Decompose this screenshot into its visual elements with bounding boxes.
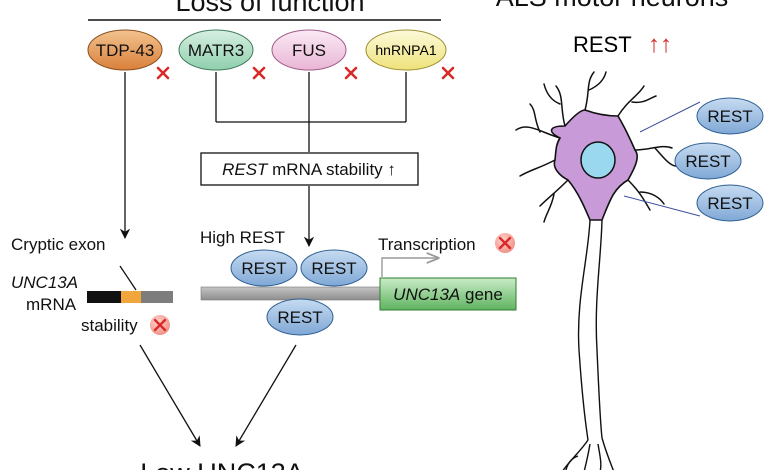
cross-icon (441, 66, 455, 80)
unc13a-gene-label: UNC13A gene (393, 285, 503, 304)
protein-matr3-label: MATR3 (188, 41, 244, 60)
rest-oval: REST (674, 142, 742, 180)
neuron-nucleus (580, 141, 616, 179)
cross-icon (153, 318, 167, 332)
rest-stability-text: REST mRNA stability ↑ (222, 160, 396, 179)
dendrites (515, 71, 677, 223)
rest-upregulated: REST ↑↑ (573, 31, 672, 58)
cross-icon (344, 66, 358, 80)
rest-oval-label: REST (685, 152, 730, 171)
protein-hnrnpa1: hnRNPA1 (365, 29, 447, 71)
connector-lines (119, 72, 407, 447)
cross-icon (498, 236, 512, 250)
rest-oval-label: REST (707, 194, 752, 213)
rest-oval-label: REST (311, 259, 356, 278)
rest-oval-label: REST (707, 107, 752, 126)
protein-tdp43: TDP-43 (87, 29, 163, 71)
rest-oval: REST (300, 249, 368, 287)
transcription-label: Transcription (378, 235, 476, 254)
high-rest-label: High REST (200, 228, 285, 247)
loss-crosses (156, 66, 455, 80)
rest-oval: REST (696, 184, 764, 222)
rest-oval: REST (266, 298, 334, 336)
double-up-arrow-icon: ↑↑ (648, 31, 672, 58)
mrna-gene-label: UNC13A (11, 273, 78, 292)
low-unc13a-label: Low UNC13A (140, 458, 304, 470)
dna-strand (200, 286, 382, 301)
cryptic-exon-label: Cryptic exon (11, 235, 105, 254)
rest-oval-label: REST (277, 308, 322, 327)
rest-oval: REST (696, 97, 764, 135)
neuron-illustration (515, 71, 677, 470)
rest-oval-label: REST (241, 259, 286, 278)
rest-up-label: REST (573, 32, 632, 57)
loss-of-function-title: Loss of function (175, 0, 364, 17)
cross-icon (156, 66, 170, 80)
axon (562, 219, 614, 470)
protein-fus-label: FUS (292, 41, 326, 60)
cross-icon (252, 66, 266, 80)
unc13a-mrna-bar (87, 291, 173, 303)
protein-matr3: MATR3 (178, 29, 254, 71)
protein-tdp43-label: TDP-43 (96, 41, 155, 60)
als-motor-neurons-title: ALS motor neurons (496, 0, 729, 12)
mrna-word-label: mRNA (26, 295, 77, 314)
zoom-lines (623, 101, 701, 217)
protein-fus: FUS (271, 29, 347, 71)
unc13a-gene-box: UNC13A gene (379, 277, 517, 311)
rest-oval: REST (230, 249, 298, 287)
transcription-arrow (381, 258, 438, 277)
stability-cross-badge (150, 315, 170, 335)
transcription-cross-badge (495, 233, 515, 253)
stability-label: stability (81, 316, 138, 335)
protein-hnrnpa1-label: hnRNPA1 (375, 42, 436, 58)
rest-stability-box: REST mRNA stability ↑ (200, 152, 419, 186)
